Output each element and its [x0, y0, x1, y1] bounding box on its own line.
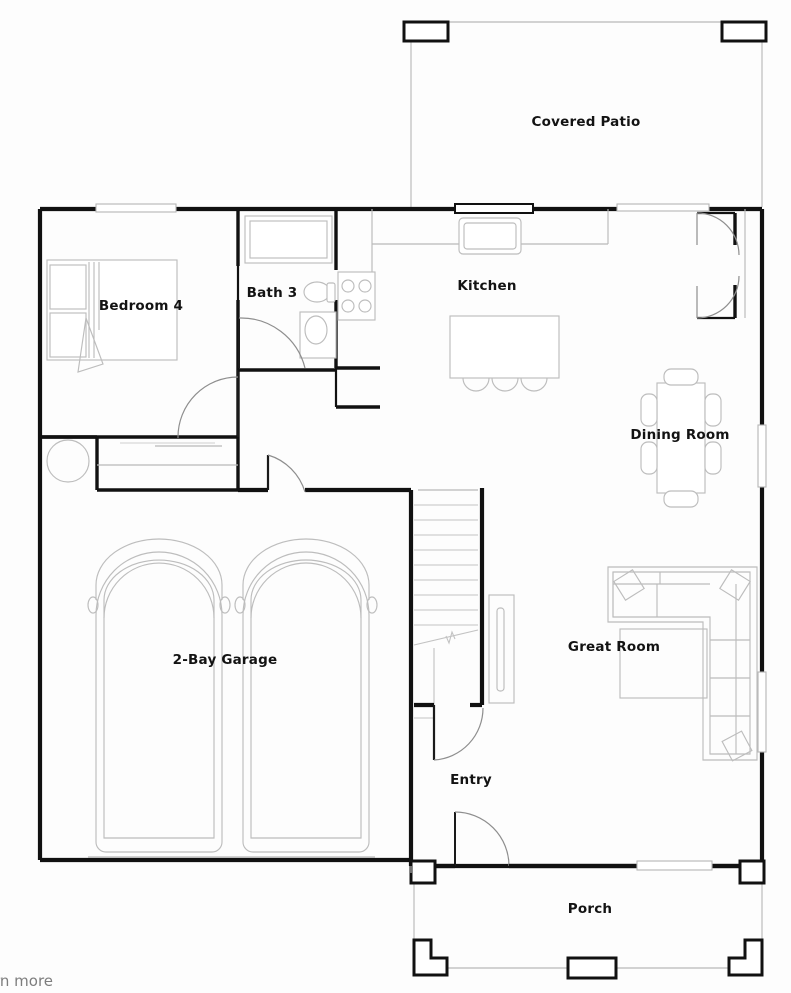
dining-chair-l1 [640, 393, 658, 427]
island-counter [449, 315, 560, 379]
staircase [413, 488, 485, 719]
room-label-covered-patio: Covered Patio [531, 114, 641, 130]
porch-post-bl [412, 938, 449, 977]
water-heater [46, 439, 90, 483]
bar-stool-2 [491, 377, 519, 392]
interior-entry-door [433, 705, 484, 761]
kitchen-sink [454, 203, 534, 255]
room-label-kitchen: Kitchen [457, 278, 517, 294]
coffee-table [619, 628, 708, 699]
learn-more-link[interactable]: rn more [0, 972, 54, 990]
sofa-inner [612, 571, 751, 755]
pillow-right [49, 312, 87, 358]
vanity-sink [304, 315, 328, 345]
room-label-bath-3: Bath 3 [246, 285, 298, 301]
throw-pillow-3 [721, 730, 753, 762]
closet-box [488, 594, 515, 704]
bath-3-fixtures [244, 215, 337, 359]
room-label-porch: Porch [567, 901, 613, 917]
room-label-great-room: Great Room [567, 639, 661, 655]
garage-to-house-door [267, 454, 306, 493]
bath-3-door [238, 317, 306, 369]
coat-closet [488, 594, 515, 704]
shower [244, 215, 333, 264]
garage-walls [88, 455, 414, 860]
dining-chair-r1 [704, 393, 722, 427]
car-right [234, 538, 378, 853]
room-label-entry: Entry [450, 772, 492, 788]
room-label-dining-room: Dining Room [630, 427, 730, 443]
window-group-right [757, 424, 767, 753]
patio-post-left [402, 20, 450, 43]
car-left [87, 538, 231, 853]
dining-chair-l2 [640, 441, 658, 475]
kitchen-walls [334, 368, 380, 409]
sink-window [454, 203, 534, 214]
porch-post-tl [409, 859, 437, 885]
porch-post-tr [738, 859, 766, 885]
pillow-left [49, 264, 87, 310]
covered-patio-outline [402, 20, 768, 207]
mirror-left [87, 596, 99, 614]
mirror-right-2 [366, 596, 378, 614]
porch-post-br [727, 938, 764, 977]
dining-set [640, 368, 722, 508]
wall-details [38, 209, 412, 873]
bar-stool-1 [462, 377, 490, 392]
range-cooktop [337, 271, 376, 321]
dining-chair-r2 [704, 441, 722, 475]
great-room-window [757, 671, 767, 753]
sofa-outer [607, 566, 758, 761]
patio-post-right [720, 20, 768, 43]
dining-chair-bottom [663, 490, 699, 508]
front-window [636, 860, 713, 871]
patio-french-doors [696, 209, 746, 320]
dining-table [656, 382, 706, 494]
bedroom-4-door [177, 370, 239, 438]
room-label-bedroom-4: Bedroom 4 [98, 298, 184, 314]
mirror-left-2 [234, 596, 246, 614]
laundry-area [40, 435, 240, 492]
kitchen-island [449, 315, 560, 392]
sectional-sofa [607, 566, 758, 762]
room-label-garage: 2-Bay Garage [172, 652, 278, 668]
dining-side-window [757, 424, 767, 488]
entry-walls [414, 598, 485, 760]
car-body-right [242, 551, 370, 853]
throw-pillow-1 [613, 569, 645, 601]
toilet-bowl [303, 281, 331, 303]
coffee-table-top [619, 628, 708, 699]
bar-stool-3 [520, 377, 548, 392]
porch-outline [409, 859, 766, 980]
mirror-right [219, 596, 231, 614]
dining-chair-top [663, 368, 699, 386]
bed-fold [77, 317, 104, 373]
bedroom-window [95, 203, 177, 213]
range-body [337, 271, 376, 321]
closet-rod [496, 607, 505, 692]
dining-window [616, 203, 710, 212]
car-body-left [95, 551, 223, 853]
sink-basin [458, 217, 522, 255]
porch-step [566, 956, 618, 980]
toilet-tank [326, 282, 336, 303]
bed-queen [46, 259, 178, 373]
throw-pillow-2 [719, 569, 751, 601]
front-entry-door [411, 811, 762, 869]
